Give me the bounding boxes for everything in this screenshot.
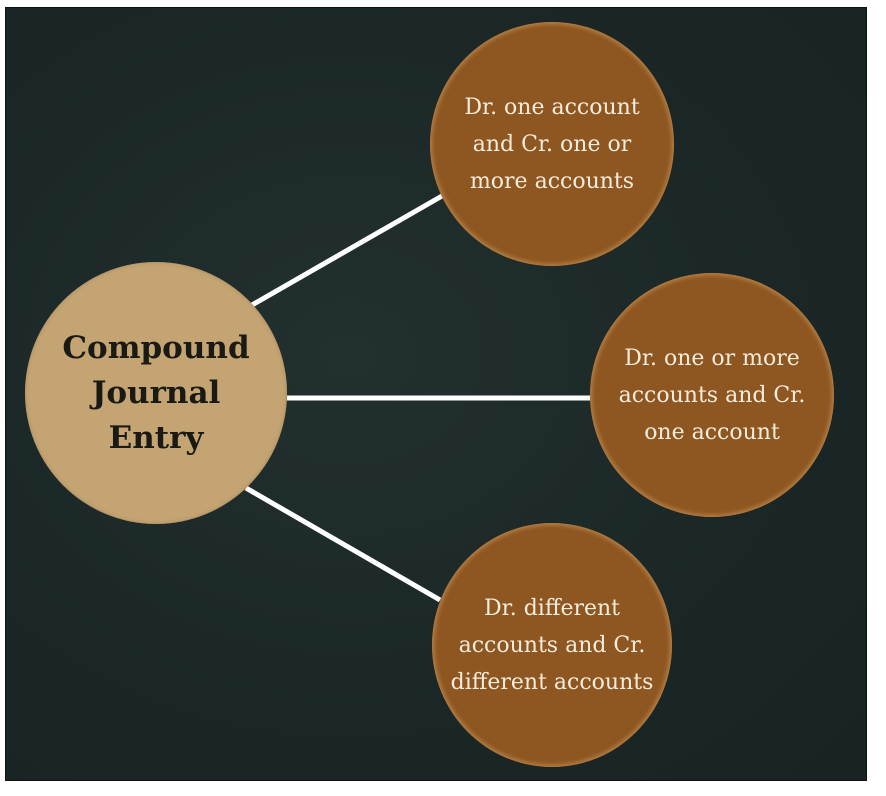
center-node-label: Compound Journal Entry	[62, 329, 250, 456]
branch-node-label: Dr. one or more accounts and Cr. one acc…	[618, 345, 806, 445]
center-node: Compound Journal Entry	[25, 262, 287, 524]
branch-node-bottom: Dr. different accounts and Cr. different…	[432, 523, 672, 767]
branch-node-top: Dr. one account and Cr. one or more acco…	[430, 22, 674, 266]
branch-node-label: Dr. different accounts and Cr. different…	[450, 595, 654, 695]
branch-node-label: Dr. one account and Cr. one or more acco…	[464, 94, 640, 194]
connector-top	[250, 193, 444, 308]
branch-node-middle: Dr. one or more accounts and Cr. one acc…	[590, 273, 834, 517]
connector-bottom	[244, 485, 442, 603]
